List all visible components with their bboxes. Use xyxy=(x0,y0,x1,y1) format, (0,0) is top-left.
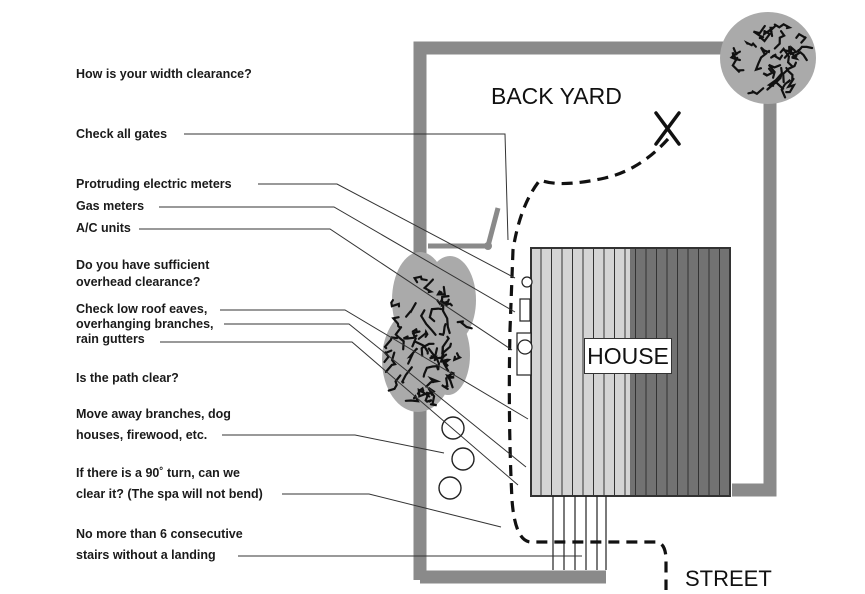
wall-equipment xyxy=(516,276,533,376)
turn-label-line1: If there is a 90˚ turn, can we xyxy=(76,466,240,480)
path-clear-label: Is the path clear? xyxy=(76,371,179,385)
electric-meters-label: Protruding electric meters xyxy=(76,177,232,191)
gate xyxy=(428,207,501,250)
destination-x-icon xyxy=(654,111,681,146)
roof-label-line1: Check low roof eaves, xyxy=(76,302,208,316)
stairs xyxy=(552,496,607,570)
stairs-label-line2: stairs without a landing xyxy=(76,548,216,562)
street-label: STREET xyxy=(685,566,772,591)
stairs-label-line1: No more than 6 consecutive xyxy=(76,527,243,541)
tree-corner xyxy=(720,12,816,104)
roof-label-line2: overhanging branches, xyxy=(76,317,214,331)
gas-meters-label: Gas meters xyxy=(76,199,145,213)
roof-label-line3: rain gutters xyxy=(76,332,145,346)
back-yard-label: BACK YARD xyxy=(491,83,622,109)
ac-units-label: A/C units xyxy=(76,221,131,235)
house-label: HOUSE xyxy=(584,338,672,374)
move-label-line2: houses, firewood, etc. xyxy=(76,428,208,442)
move-label-line1: Move away branches, dog xyxy=(76,407,231,421)
overhead-label-line1: Do you have sufficient xyxy=(76,258,210,272)
gas-meter xyxy=(519,298,531,322)
overhead-label-line2: overhead clearance? xyxy=(76,275,201,289)
tree-side xyxy=(382,252,476,412)
turn-label-line2: clear it? (The spa will not bend) xyxy=(76,487,263,501)
obstacles xyxy=(438,416,475,500)
electric-meter xyxy=(521,276,533,288)
callout-lines xyxy=(139,133,582,557)
width-clearance-label: How is your width clearance? xyxy=(76,67,252,81)
delivery-path xyxy=(507,137,670,590)
check-gates-label: Check all gates xyxy=(76,127,168,141)
